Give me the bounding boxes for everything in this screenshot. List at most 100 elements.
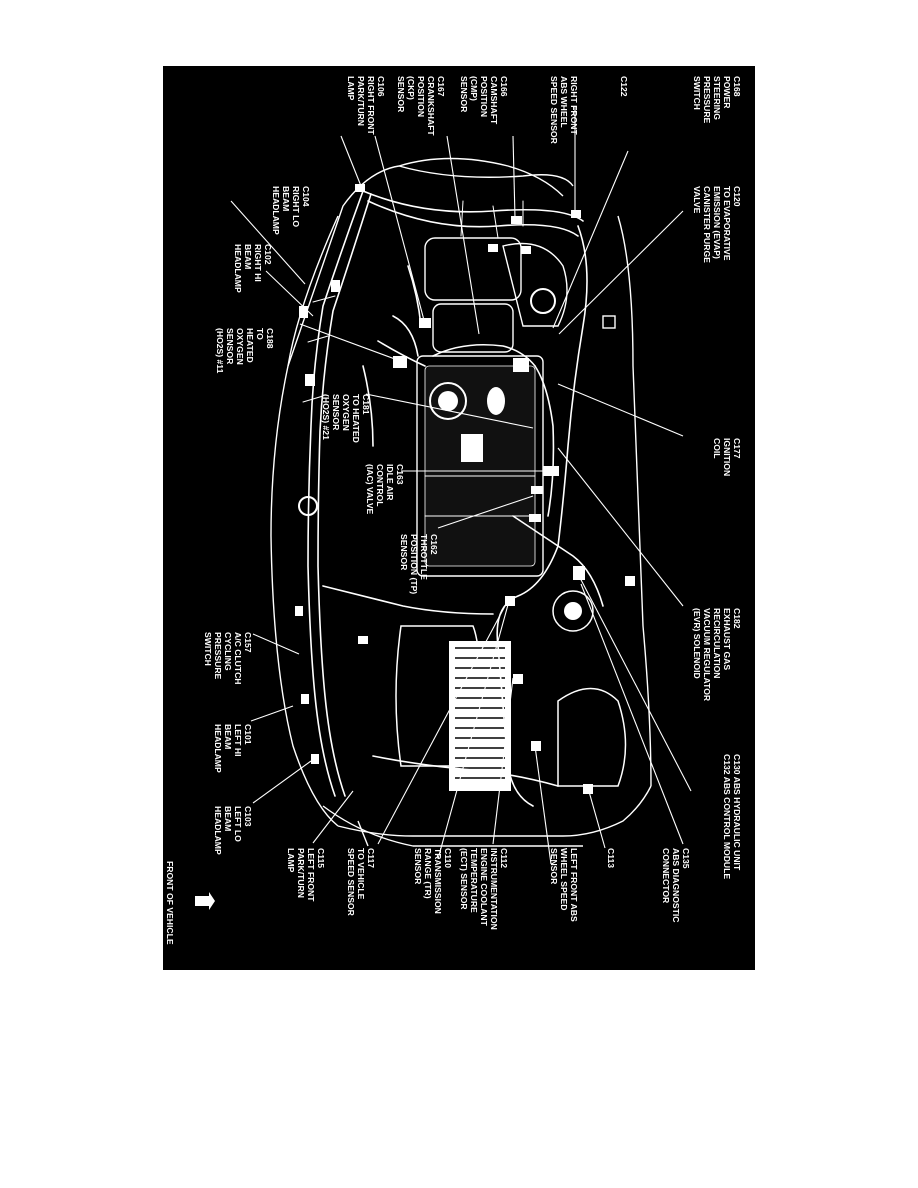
label-line: C106 [376, 76, 386, 97]
label-line: BEAM [223, 806, 233, 831]
label-line: SENSOR [459, 76, 469, 113]
label-line: C132 ABS CONTROL MODULE [722, 754, 732, 879]
label-line: RIGHT FRONT [569, 76, 579, 135]
label-c122: C122 [619, 76, 629, 97]
label-line: C103 [243, 806, 253, 827]
vehicle-outline [270, 157, 652, 847]
label-c101: C101LEFT HIBEAMHEADLAMP [213, 724, 253, 773]
label-line: RECIRCULATION [712, 608, 722, 679]
label-line: THROTTLE [419, 534, 429, 580]
label-line: C181 [361, 394, 371, 415]
label-line: TRANSMISSION [433, 848, 443, 914]
label-line: ABS DIAGNOSTIC [671, 848, 681, 922]
label-line: (CMP) [469, 76, 479, 101]
label-line: TO HEATED [351, 394, 361, 443]
label-c135: C135ABS DIAGNOSTICCONNECTOR [661, 848, 691, 922]
label-c167: C167CRANKSHAFTPOSITION(CKP)SENSOR [396, 76, 446, 136]
label-line: (EVR) SOLENOID [692, 608, 702, 679]
label-line: C101 [243, 724, 253, 745]
label-rf-abs: RIGHT FRONTABS WHEELSPEED SENSOR [549, 76, 579, 145]
label-line: POSITION [479, 76, 489, 117]
label-line: (HO2S) #11 [215, 328, 225, 374]
label-c110: C110TRANSMISSIONRANGE (TR)SENSOR [413, 848, 453, 914]
label-c162: C162THROTTLEPOSITION (TP)SENSOR [399, 534, 439, 594]
label-line: C120 [732, 186, 742, 207]
label-line: C182 [732, 608, 742, 629]
label-line: (CKP) [406, 76, 416, 100]
engine-block [416, 237, 544, 577]
label-line: C130 ABS HYDRAULIC UNIT [732, 754, 742, 871]
label-line: ABS WHEEL [559, 76, 569, 128]
wiring-harness [302, 190, 604, 807]
label-line: COIL [712, 438, 722, 459]
label-line: C157 [243, 632, 253, 653]
label-line: C162 [429, 534, 439, 555]
label-line: LEFT FRONT [306, 848, 316, 902]
label-line: C113 [606, 848, 616, 868]
label-line: CONNECTOR [661, 848, 671, 904]
label-line: HEADLAMP [213, 806, 223, 855]
label-line: SWITCH [692, 76, 702, 110]
label-line: SENSOR [549, 848, 559, 885]
label-lf-abs: LEFT FRONT ABSWHEEL SPEEDSENSOR [549, 848, 579, 922]
label-c104: C104RIGHT LOBEAMHEADLAMP [271, 186, 311, 235]
label-line: IGNITION [722, 438, 732, 476]
label-line: WHEEL SPEED [559, 848, 569, 910]
label-c106: C106RIGHT FRONTPARK/TURNLAMP [346, 76, 386, 135]
label-c188: C188TOHEATEDOXYGENSENSOR(HO2S) #11 [215, 328, 275, 374]
label-c115: C115LEFT FRONTPARK/TURNLAMP [286, 848, 326, 902]
label-c130: C130 ABS HYDRAULIC UNITC132 ABS CONTROL … [722, 754, 742, 879]
label-line: VALVE [692, 186, 702, 214]
label-line: POSITION (TP) [409, 534, 419, 594]
label-line: SWITCH [203, 632, 213, 666]
label-line: HEADLAMP [271, 186, 281, 235]
label-line: PARK/TURN [296, 848, 306, 898]
label-line: ENGINE COOLANT [479, 848, 489, 927]
label-line: TEMPERATURE [469, 848, 479, 913]
label-line: SENSOR [225, 328, 235, 365]
label-line: LEFT HI [233, 724, 243, 756]
label-line: IDLE AIR [385, 464, 395, 501]
label-line: PRESSURE [702, 76, 712, 124]
label-line: HEATED [245, 328, 255, 363]
label-line: STEERING [712, 76, 722, 120]
label-line: POWER [722, 76, 732, 109]
label-line: OXYGEN [235, 328, 245, 365]
label-line: POSITION [416, 76, 426, 117]
label-line: C135 [681, 848, 691, 869]
label-line: LEFT LO [233, 806, 243, 842]
label-c181: C181TO HEATEDOXYGENSENSOR(HO2S) #21 [321, 394, 371, 443]
label-line: RIGHT HI [253, 244, 263, 282]
label-line: BEAM [281, 186, 291, 211]
label-line: CRANKSHAFT [426, 76, 436, 136]
label-c157: C157A/C CLUTCHCYCLINGPRESSURESWITCH [203, 632, 253, 685]
label-c168: C168POWERSTEERINGPRESSURESWITCH [692, 76, 742, 124]
label-line: VACUUM REGULATOR [702, 608, 712, 702]
label-line: SENSOR [331, 394, 341, 431]
engine-compartment-diagram: C168POWERSTEERINGPRESSURESWITCHC122RIGHT… [165, 76, 742, 945]
label-c177: C177IGNITIONCOIL [712, 438, 742, 476]
label-line: TO [255, 328, 265, 340]
label-line: RIGHT FRONT [366, 76, 376, 135]
label-line: OXYGEN [341, 394, 351, 431]
label-line: C122 [619, 76, 629, 97]
label-line: LAMP [346, 76, 356, 101]
label-line: CONTROL [375, 464, 385, 507]
label-line: BEAM [223, 724, 233, 749]
label-line: HEADLAMP [233, 244, 243, 293]
label-line: C163 [395, 464, 405, 485]
label-line: RIGHT LO [291, 186, 301, 227]
label-line: C110 [443, 848, 453, 868]
label-line: SPEED SENSOR [549, 76, 559, 145]
label-line: LAMP [286, 848, 296, 873]
label-line: HEADLAMP [213, 724, 223, 773]
label-line: CYCLING [223, 632, 233, 671]
label-line: EMISSION (EVAP) [712, 186, 722, 259]
label-line: C112 [499, 848, 509, 868]
label-line: C104 [301, 186, 311, 207]
label-line: BEAM [243, 244, 253, 269]
label-c113: C113 [606, 848, 616, 868]
label-line: C188 [265, 328, 275, 349]
label-c182: C182EXHAUST GASRECIRCULATIONVACUUM REGUL… [692, 608, 742, 702]
